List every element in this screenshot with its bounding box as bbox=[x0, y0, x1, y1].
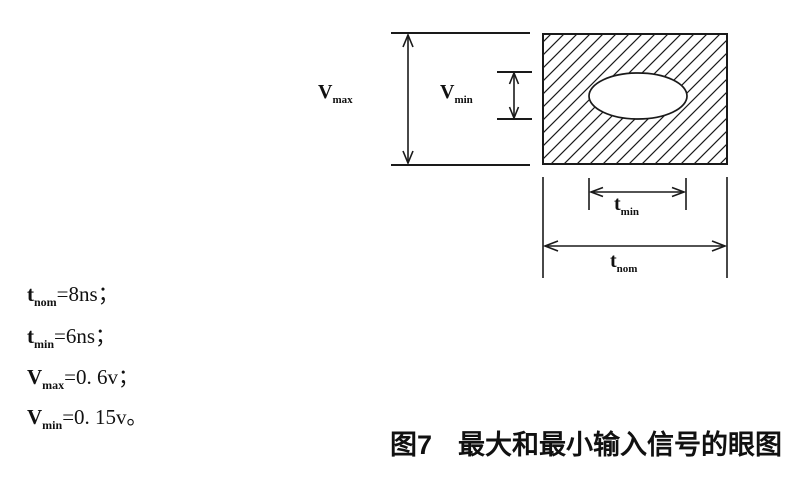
v-max-symbol: V bbox=[318, 81, 333, 103]
v-max-subscript: max bbox=[332, 94, 353, 106]
vmax-arrow bbox=[402, 32, 414, 166]
figure-number: 图7 bbox=[390, 430, 433, 460]
figure-caption: 图7 最大和最小输入信号的眼图 bbox=[390, 430, 782, 461]
param-symbol: V bbox=[27, 365, 43, 389]
param-line-tnom: tnom=8ns； bbox=[27, 282, 119, 310]
figure-title: 最大和最小输入信号的眼图 bbox=[458, 430, 783, 460]
param-value: =8ns； bbox=[56, 282, 119, 306]
t-min-label: tmin bbox=[614, 193, 640, 218]
v-min-symbol: V bbox=[440, 81, 455, 103]
v-min-subscript: min bbox=[454, 94, 473, 106]
param-line-tmin: tmin=6ns； bbox=[27, 324, 117, 352]
param-subscript: nom bbox=[34, 295, 57, 310]
t-min-subscript: min bbox=[620, 206, 640, 218]
param-symbol: V bbox=[27, 405, 43, 429]
v-max-label: Vmax bbox=[318, 81, 353, 106]
param-subscript: min bbox=[42, 418, 63, 433]
param-value: =0. 6v； bbox=[64, 365, 140, 389]
tmin-arrow bbox=[588, 186, 687, 198]
v-min-label: Vmin bbox=[440, 81, 473, 106]
vmin-arrow bbox=[508, 70, 520, 121]
t-min-symbol: t bbox=[614, 193, 621, 215]
t-nom-symbol: t bbox=[610, 250, 617, 272]
eye-opening-ellipse bbox=[588, 72, 688, 120]
param-line-vmin: Vmin=0. 15v。 bbox=[27, 405, 148, 433]
tnom-arrow bbox=[542, 240, 728, 252]
param-value: =0. 15v。 bbox=[62, 405, 148, 429]
t-nom-subscript: nom bbox=[616, 263, 638, 275]
param-subscript: max bbox=[42, 378, 65, 393]
t-nom-label: tnom bbox=[610, 250, 638, 275]
param-symbol: t bbox=[27, 282, 34, 306]
param-value: =6ns； bbox=[54, 324, 117, 348]
param-line-vmax: Vmax=0. 6v； bbox=[27, 365, 140, 393]
param-subscript: min bbox=[34, 337, 55, 352]
param-symbol: t bbox=[27, 324, 34, 348]
